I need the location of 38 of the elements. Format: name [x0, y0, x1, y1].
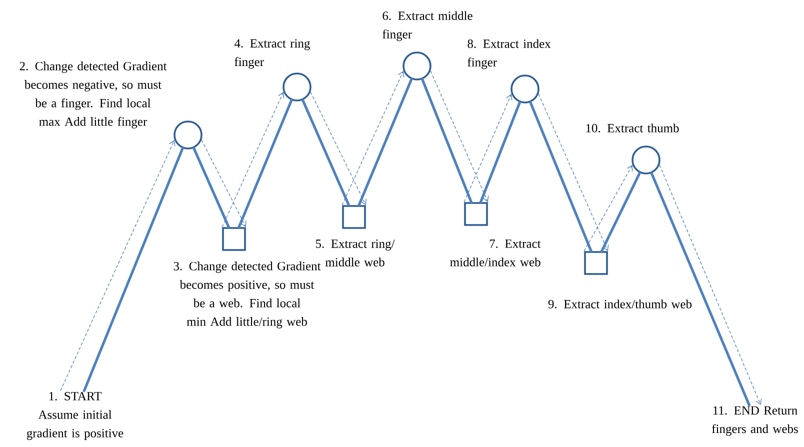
step-label: 9. Extract index/thumb web [548, 300, 692, 308]
curve-segment [358, 78, 413, 206]
curve-segment [302, 98, 350, 206]
arrow [201, 140, 246, 228]
curve-segment [600, 172, 641, 252]
valley-square [222, 227, 246, 251]
arrow [60, 140, 176, 392]
step-label: 3. Change detected Gradient becomes positive, so must be a web. Find local min Add little/ring web [174, 262, 321, 328]
arrow [659, 164, 762, 406]
arrow [464, 94, 512, 202]
peak-circle [510, 74, 540, 104]
curve-segment [82, 147, 184, 392]
valley-square [464, 202, 488, 226]
arrow [430, 70, 489, 202]
step-label: 2. Change detected Gradient becomes negative, so must be a finger. Find local max Add little finger [20, 62, 167, 128]
step-label: 7. Extract middle/index web [450, 240, 541, 266]
step-label: 10. Extract thumb [586, 124, 679, 132]
curve-segment [192, 146, 230, 228]
curve-segment [529, 101, 592, 252]
peak-circle [402, 52, 432, 80]
valley-square [342, 205, 366, 229]
arrow [310, 92, 366, 206]
curve-segment [479, 101, 522, 204]
arrow [538, 94, 609, 252]
step-label: 4. Extract ring finger [234, 39, 310, 69]
peak-circle [174, 120, 202, 150]
arrow [222, 92, 284, 228]
step-label: 1. START Assume initial gradient is positive [26, 392, 124, 440]
step-label: 11. END Return fingers and webs [712, 406, 798, 436]
curve-segment [238, 99, 293, 228]
peak-circle [282, 72, 312, 102]
valley-square [584, 251, 608, 275]
step-label: 8. Extract index finger [468, 39, 551, 70]
arrow [584, 164, 633, 252]
curve-segment [421, 78, 473, 204]
arrow [342, 70, 404, 206]
curve-segment [650, 172, 750, 406]
peak-circle [632, 146, 660, 174]
